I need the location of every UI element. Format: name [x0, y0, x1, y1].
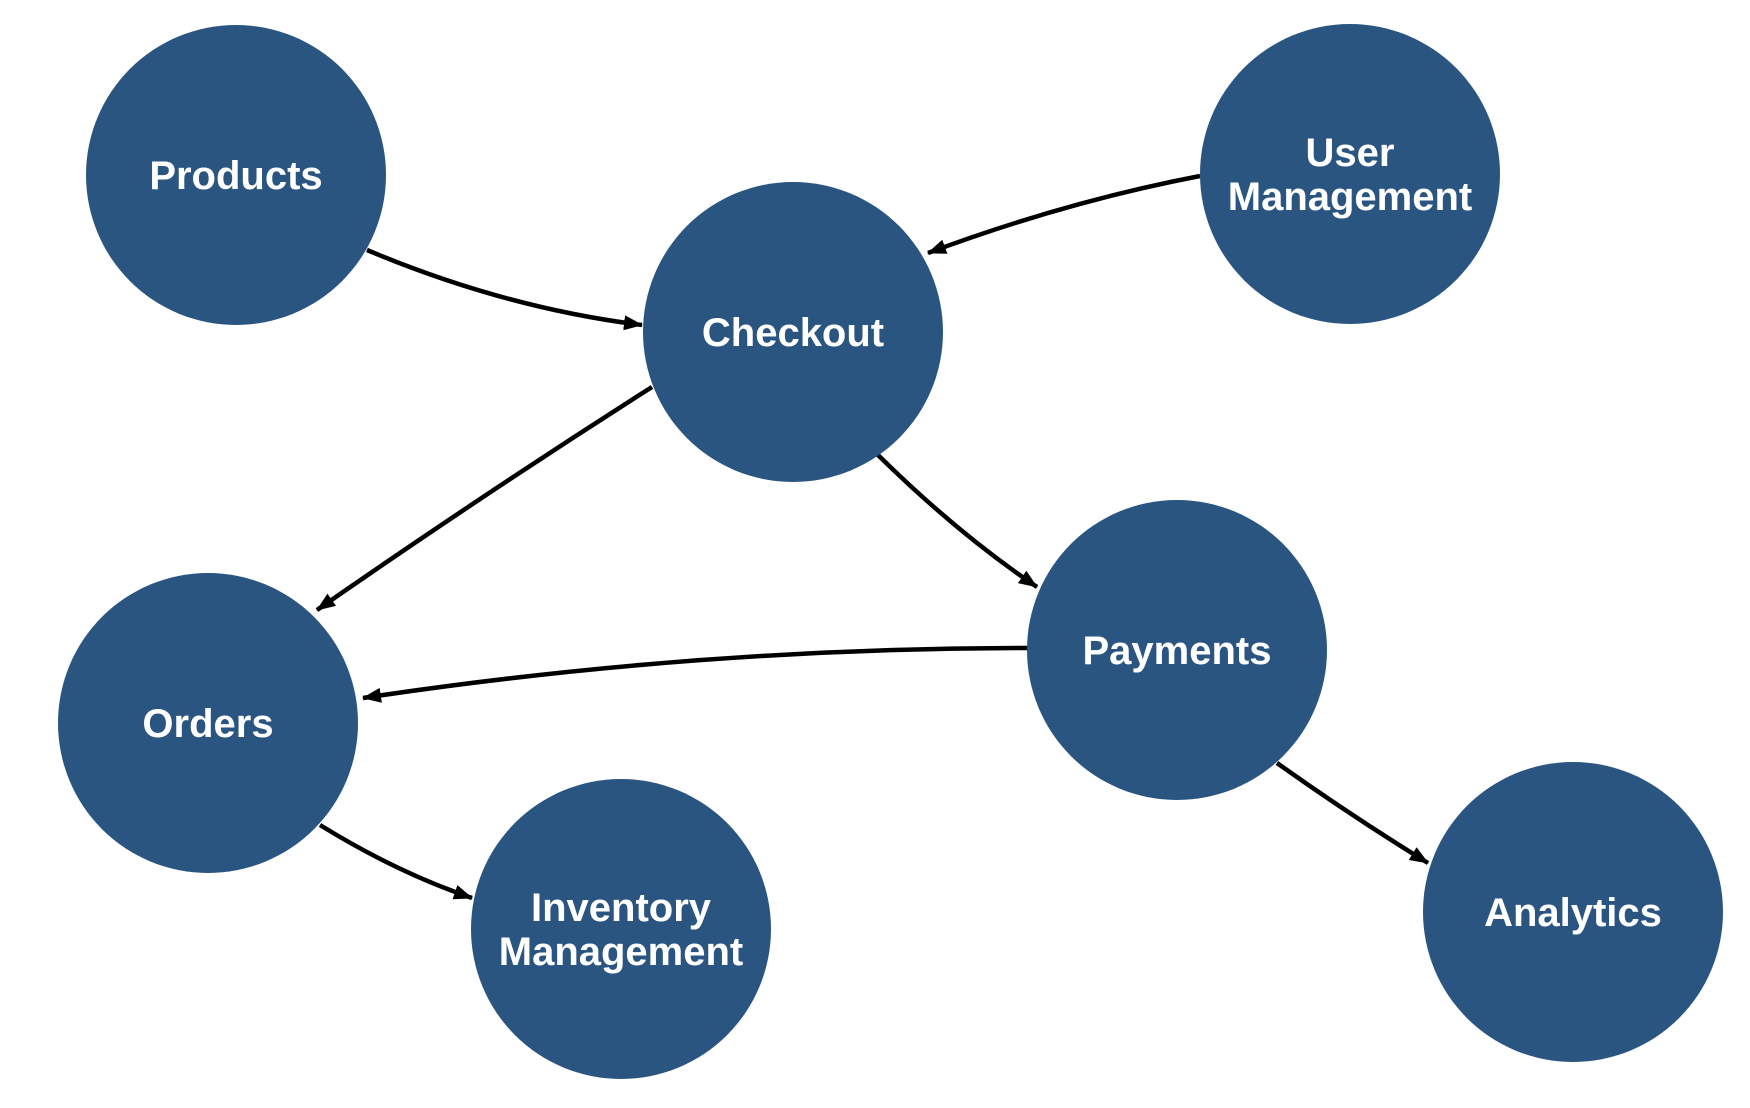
node-circle-inventory-management: [471, 779, 771, 1079]
node-circle-products: [86, 25, 386, 325]
edge-payments-to-orders: [362, 645, 1029, 703]
node-label-checkout: Checkout: [702, 311, 884, 355]
node-circle-analytics: [1423, 762, 1723, 1062]
node-analytics[interactable]: Analytics: [1423, 762, 1723, 1062]
node-label-payments: Payments: [1083, 629, 1272, 673]
node-circle-payments: [1027, 500, 1327, 800]
edge-user-management-to-checkout: [927, 173, 1201, 256]
node-checkout[interactable]: Checkout: [643, 182, 943, 482]
node-circle-orders: [58, 573, 358, 873]
node-circle-user-management: [1200, 24, 1500, 324]
node-label-analytics: Analytics: [1484, 891, 1662, 935]
node-products[interactable]: Products: [86, 25, 386, 325]
edge-products-to-checkout: [366, 247, 643, 331]
edge-payments-to-analytics: [1275, 761, 1430, 865]
edge-checkout-to-payments: [875, 452, 1039, 589]
node-orders[interactable]: Orders: [58, 573, 358, 873]
edge-checkout-to-orders: [315, 385, 654, 612]
node-label-products: Products: [149, 154, 322, 198]
node-circle-checkout: [643, 182, 943, 482]
node-payments[interactable]: Payments: [1027, 500, 1327, 800]
edge-orders-to-inventory-management: [318, 823, 473, 901]
node-label-orders: Orders: [142, 702, 273, 746]
